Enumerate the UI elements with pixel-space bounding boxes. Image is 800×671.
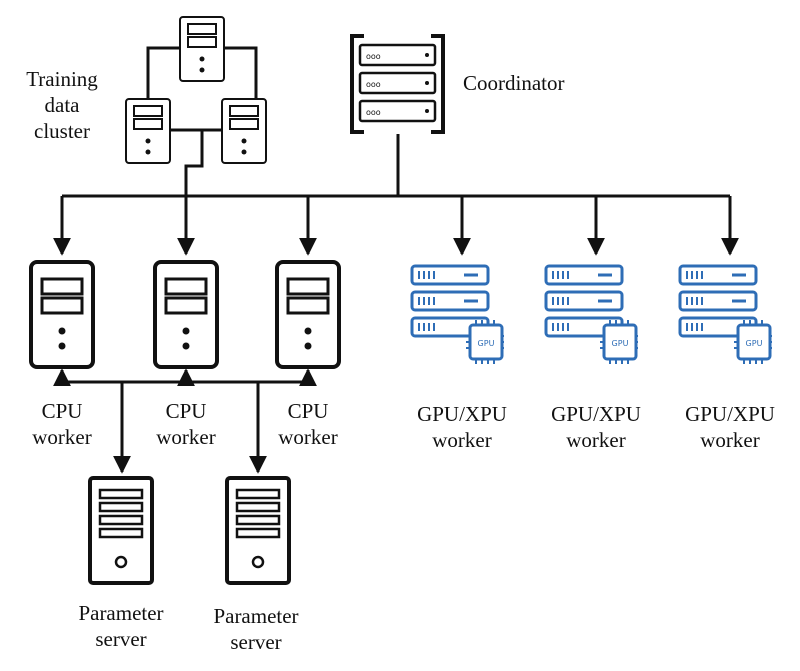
parameter-server-1-label: Parameter server — [78, 601, 164, 651]
gpu-chip-label: GPU — [612, 339, 629, 348]
training-server-top-icon — [179, 16, 225, 82]
cluster-links — [146, 46, 258, 190]
cpu-worker-2-icon — [153, 260, 219, 369]
gpu-worker-2-label: GPU/XPU worker — [551, 402, 641, 452]
cpu-worker-1-icon — [29, 260, 95, 369]
svg-text:ooo: ooo — [366, 108, 381, 117]
svg-text:ooo: ooo — [366, 52, 381, 61]
gpu-chip-label: GPU — [478, 339, 495, 348]
gpu-worker-3-icon: GPU — [678, 264, 772, 364]
parameter-server-2-label: Parameter server — [213, 604, 299, 654]
parameter-server-2-icon — [225, 476, 291, 585]
gpu-worker-1-label: GPU/XPU worker — [417, 402, 507, 452]
coordinator-bus — [53, 134, 739, 256]
cpu-worker-2-label: CPU worker — [156, 399, 216, 449]
gpu-chip-label: GPU — [746, 339, 763, 348]
cpu-worker-3-label: CPU worker — [278, 399, 338, 449]
gpu-worker-2-icon: GPU — [544, 264, 638, 364]
gpu-worker-3-label: GPU/XPU worker — [685, 402, 775, 452]
svg-text:ooo: ooo — [366, 80, 381, 89]
parameter-server-1-icon — [88, 476, 154, 585]
coordinator-label: Coordinator — [463, 71, 565, 95]
cpu-worker-1-label: CPU worker — [32, 399, 92, 449]
training-server-right-icon — [221, 98, 267, 164]
coordinator-icon: ooo ooo ooo — [350, 34, 445, 134]
gpu-worker-1-icon: GPU — [410, 264, 504, 364]
training-server-left-icon — [125, 98, 171, 164]
training-data-cluster-label: Training data cluster — [26, 67, 98, 143]
cpu-worker-3-icon — [275, 260, 341, 369]
parameter-bus — [53, 368, 317, 474]
